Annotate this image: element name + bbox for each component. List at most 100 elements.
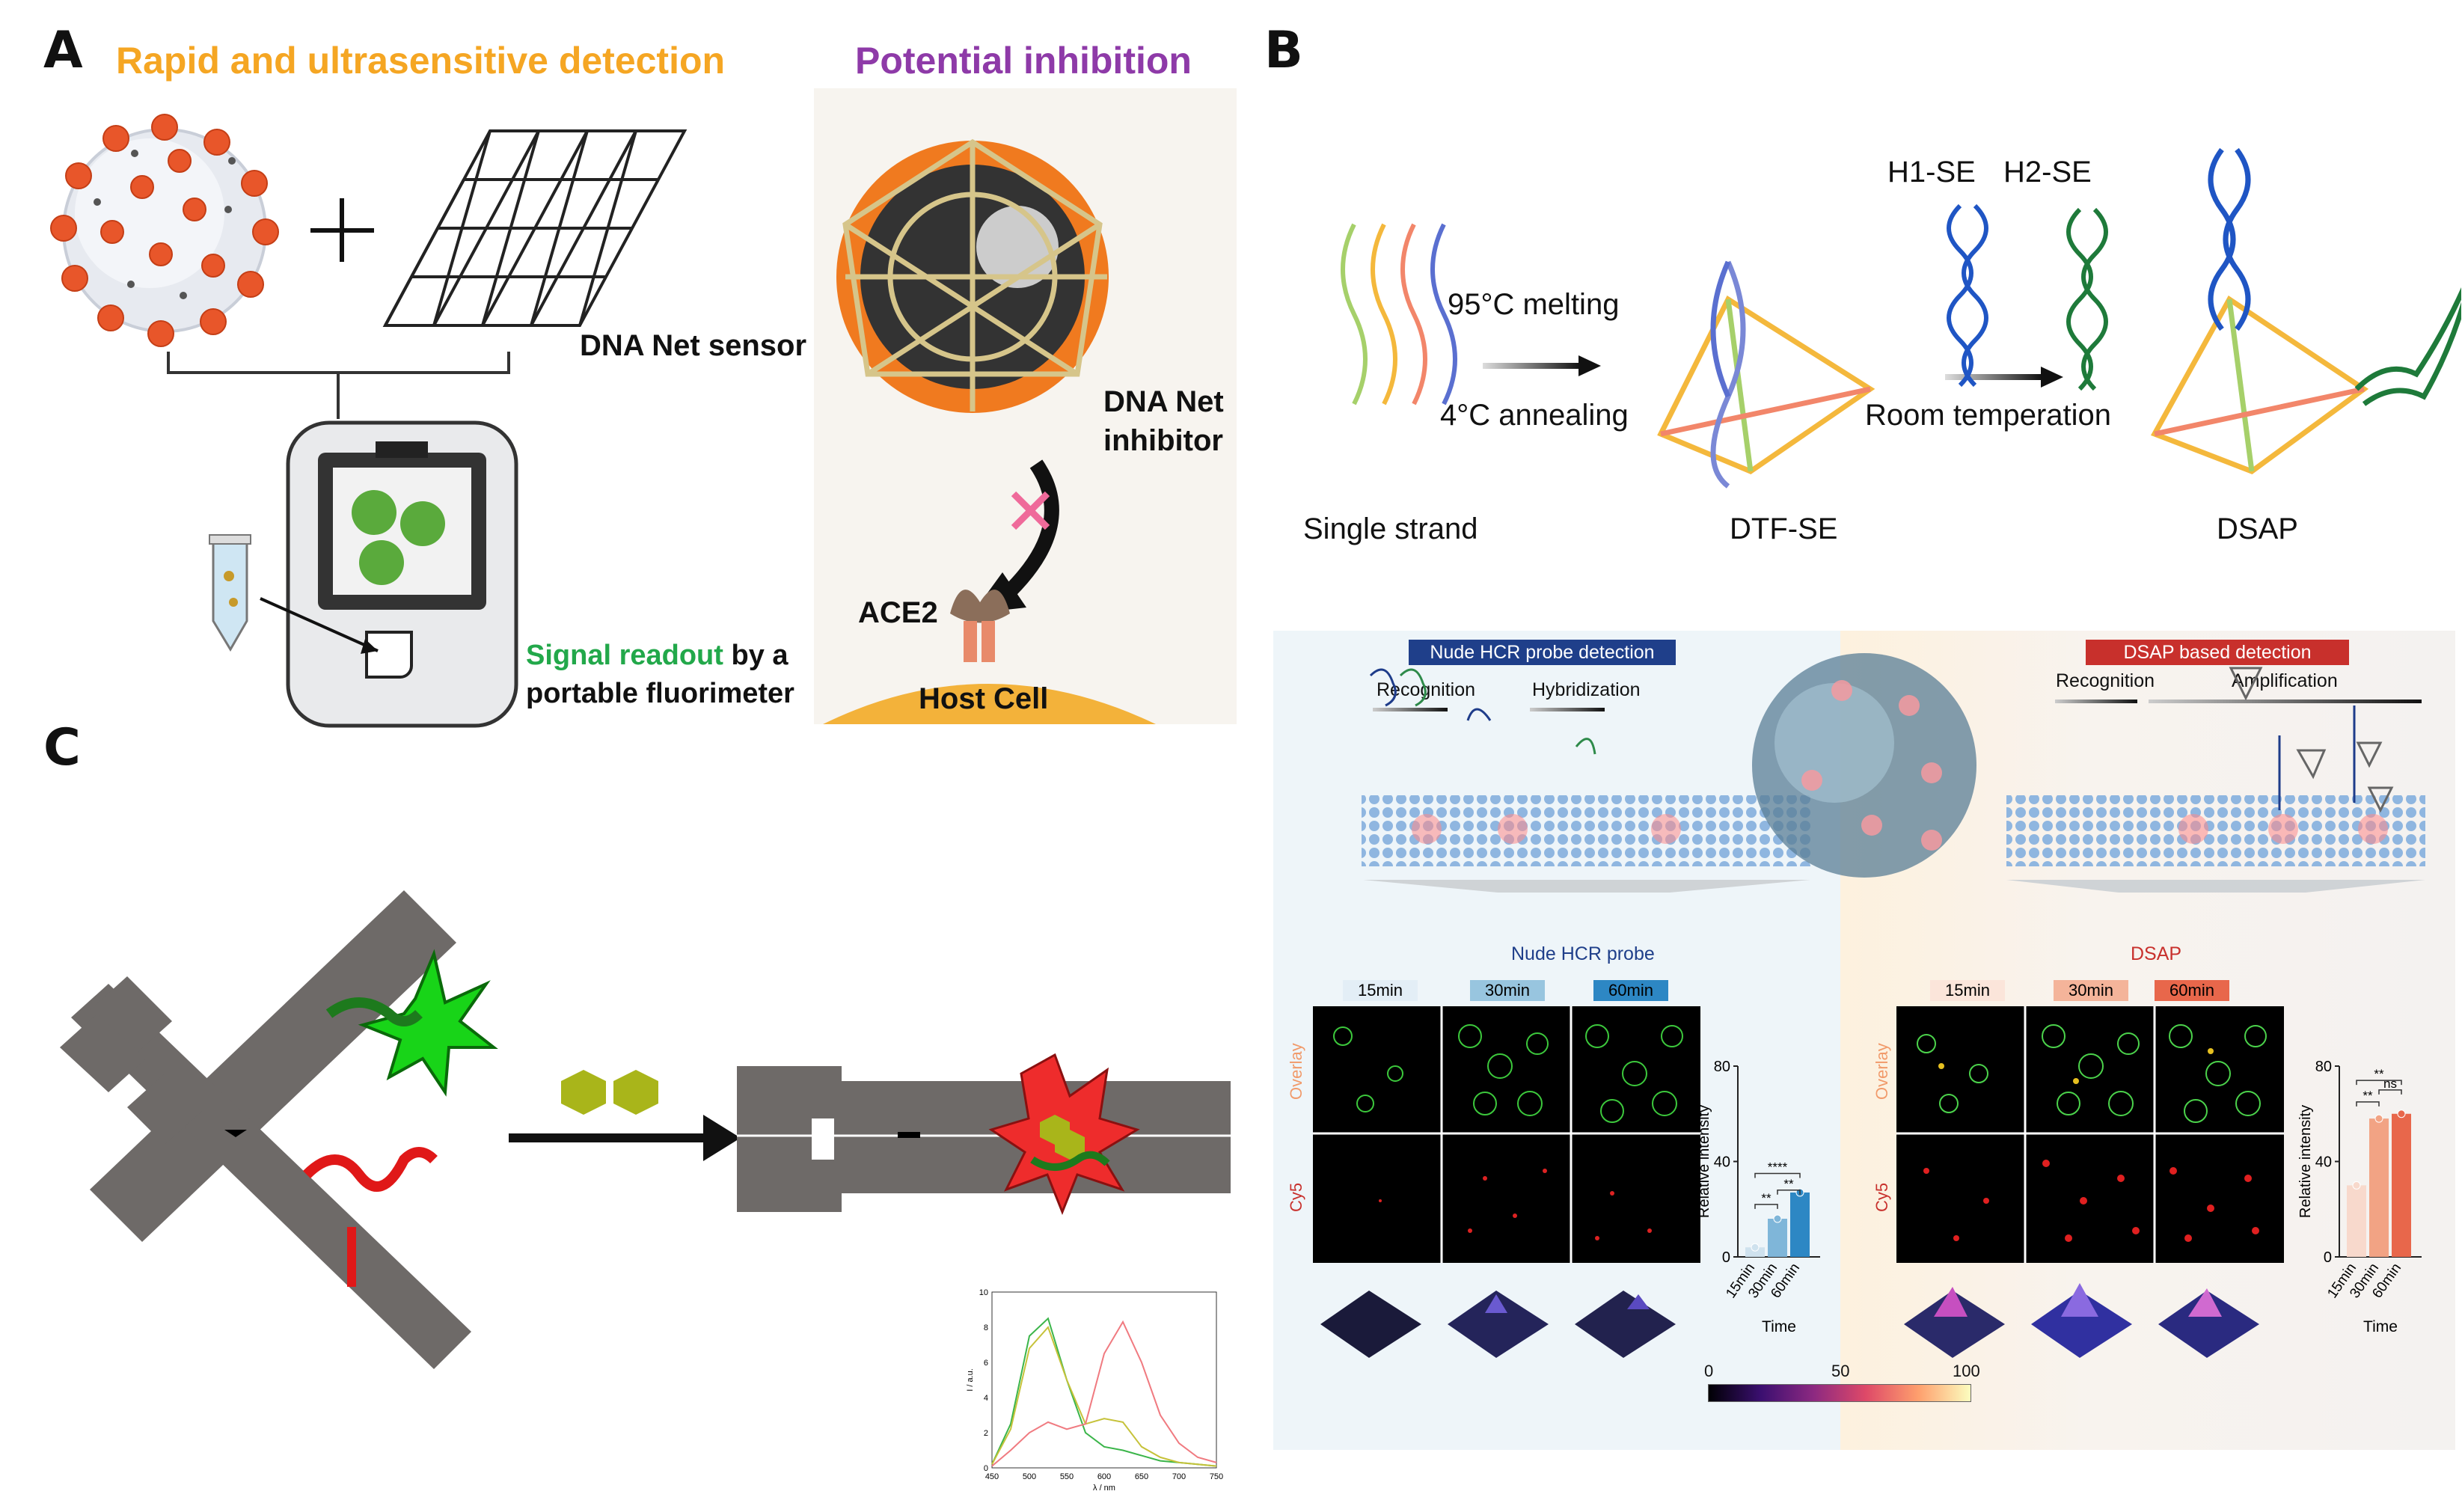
panel-c-label: C (43, 718, 81, 777)
x-axis-label: λ / nm (1093, 1484, 1115, 1493)
dsap-title: DSAP (2131, 943, 2182, 964)
y-tick-label: 80 (2315, 1059, 2332, 1075)
y-axis-label: Relative intensity (2298, 1105, 2314, 1218)
x-tick-label: 700 (1172, 1472, 1186, 1481)
time-chip-left-15: 15min (1343, 980, 1418, 1001)
y-tick-label: 40 (1714, 1154, 1730, 1171)
x-tick-label: 500 (1023, 1472, 1036, 1481)
title-detection: Rapid and ultrasensitive detection (116, 40, 726, 82)
overlay-label-right: Overlay (1872, 1043, 1891, 1100)
surface-right (1904, 1283, 2259, 1358)
significance-bracket (1777, 1190, 1801, 1195)
y-tick-label: 4 (984, 1394, 988, 1403)
time-chip-right-60: 60min (2155, 980, 2229, 1001)
membrane-right (2006, 795, 2425, 866)
y-tick-label: 10 (979, 1288, 988, 1297)
significance-bracket (1754, 1204, 1778, 1209)
x-tick-label: 600 (1097, 1472, 1111, 1481)
panel-a-illustration (50, 88, 1237, 728)
room-temperature-label: Room temperation (1865, 399, 2112, 432)
y-tick-label: 80 (1714, 1059, 1730, 1075)
inhibitor-line2: inhibitor (1103, 424, 1223, 457)
y-tick-label: 8 (984, 1323, 988, 1332)
target-molecule-2 (613, 1070, 658, 1115)
signal-readout-line1: Signal readout by a (526, 640, 788, 672)
target-molecule-1 (561, 1070, 606, 1115)
hybridization-label: Hybridization (1532, 679, 1641, 700)
bar-60min (1790, 1192, 1810, 1257)
significance-label: **** (1768, 1160, 1788, 1174)
x-tick-label: 650 (1135, 1472, 1148, 1481)
bar-15min (2347, 1185, 2366, 1257)
dna-net-sensor-label: DNA Net sensor (580, 329, 807, 362)
bar-60min (2392, 1113, 2411, 1257)
h2-se-label: H2-SE (2003, 156, 2092, 189)
bar-point (2374, 1114, 2383, 1123)
panel-b-assembly-illustration (1341, 147, 2461, 489)
cy5-label-left: Cy5 (1287, 1182, 1305, 1212)
sample-tube (209, 534, 251, 652)
h1-se-label: H1-SE (1887, 156, 1976, 189)
spectrum-series-1 (991, 1326, 1217, 1467)
time-chip-right-15: 15min (1930, 980, 2005, 1001)
time-chip-left-30: 30min (1470, 980, 1545, 1001)
inhibitor-line1: DNA Net (1103, 385, 1224, 418)
dsap-structure (2150, 147, 2461, 474)
y-tick-label: 6 (984, 1359, 988, 1368)
red-strand (303, 1147, 438, 1192)
bracket-connector (167, 352, 510, 419)
plot-frame (991, 1291, 1217, 1469)
significance-bracket (2378, 1089, 2402, 1095)
significance-label: ** (2374, 1067, 2384, 1081)
bar-point (1773, 1214, 1782, 1223)
spectrum-series-2 (991, 1320, 1217, 1467)
panel-a-label: A (43, 21, 83, 80)
dna-origami-closed (737, 1066, 1231, 1212)
colorbar-tick-100: 100 (1953, 1362, 1980, 1380)
title-inhibition: Potential inhibition (855, 40, 1192, 82)
dsap-label: DSAP (2217, 512, 2298, 545)
colorbar-tick-50: 50 (1831, 1362, 1850, 1380)
panel-c-illustration (60, 890, 1231, 1369)
x-tick-label: 550 (1060, 1472, 1074, 1481)
virus-particle (50, 114, 279, 347)
single-strands (1341, 223, 1457, 405)
y-tick-label: 40 (2315, 1154, 2332, 1171)
y-tick-label: 0 (984, 1464, 988, 1473)
single-strand-label: Single strand (1303, 512, 1478, 545)
time-chip-left-60: 60min (1593, 980, 1668, 1001)
annealing-label: 4°C annealing (1440, 399, 1629, 432)
amplification-label: Amplification (2232, 670, 2338, 691)
y-axis-label: I / a.u. (966, 1368, 975, 1392)
fluorimeter-device (286, 420, 518, 728)
significance-label: ** (1783, 1177, 1794, 1191)
bar-30min (1768, 1219, 1787, 1257)
nude-hcr-probe-title: Nude HCR probe (1511, 943, 1655, 964)
microscopy-grid-left (1313, 1006, 1700, 1263)
y-axis-label: Relative intensity (1697, 1105, 1712, 1218)
y-tick-label: 2 (984, 1429, 988, 1438)
reaction-arrow (703, 1115, 741, 1161)
bar-point (1751, 1243, 1760, 1252)
significance-label: ns (2383, 1077, 2397, 1091)
spectrum-series-0 (991, 1317, 1217, 1467)
dtf-se-label: DTF-SE (1730, 512, 1838, 545)
bar-point (2397, 1109, 2406, 1118)
ace2-label: ACE2 (858, 596, 938, 629)
x-axis-label: Time (1762, 1318, 1796, 1335)
dna-net-inhibitor (814, 88, 1237, 724)
colorbar (1708, 1384, 1971, 1402)
dsap-detection-box: DSAP based detection (2086, 640, 2349, 665)
bar-15min (1745, 1247, 1765, 1257)
x-axis-label: Time (2363, 1318, 2398, 1335)
signal-readout-rest: by a (723, 640, 788, 671)
hairpins (1947, 203, 2108, 391)
dna-net-lattice (382, 129, 688, 327)
overlay-label-left: Overlay (1287, 1043, 1305, 1100)
plus-icon (310, 198, 374, 262)
surface-plots (1320, 1283, 2259, 1358)
melting-label: 95°C melting (1448, 288, 1620, 321)
